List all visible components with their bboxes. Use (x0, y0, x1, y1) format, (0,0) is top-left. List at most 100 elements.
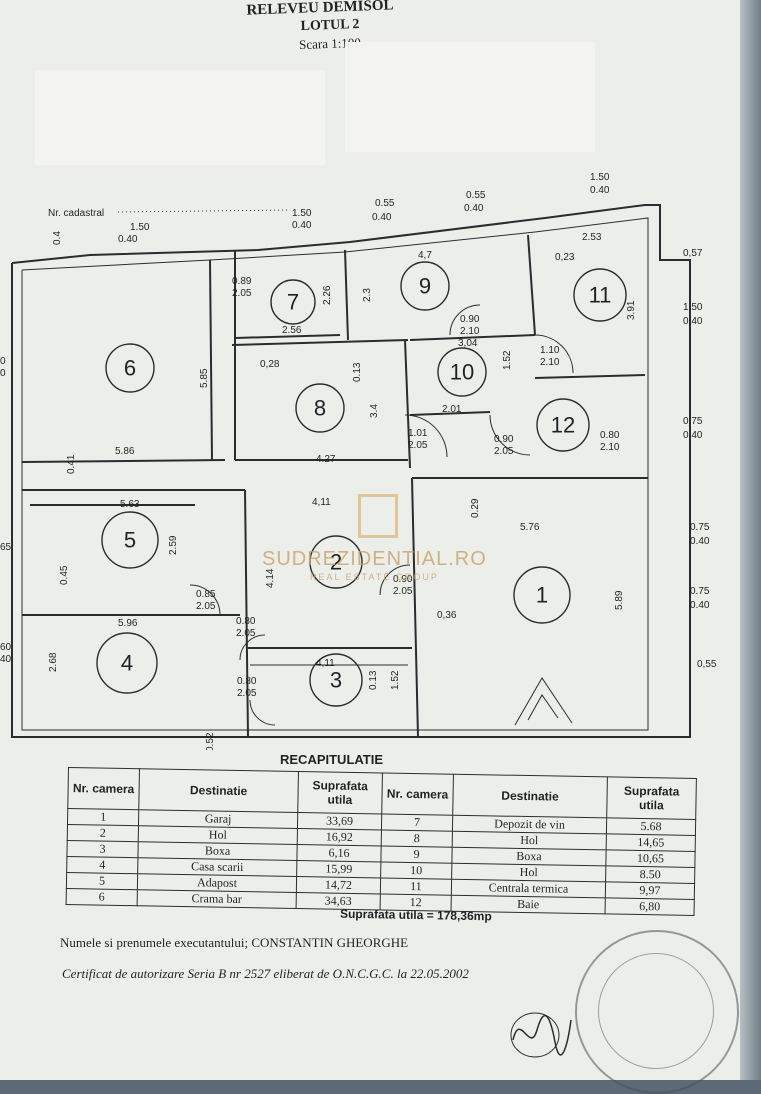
svg-text:2.05: 2.05 (237, 688, 257, 699)
cadastral-label: Nr. cadastral (48, 208, 104, 219)
svg-text:0.55: 0.55 (466, 190, 486, 201)
svg-text:2.59: 2.59 (168, 535, 179, 555)
room-number-3: 3 (330, 668, 342, 693)
svg-text:0.40: 0.40 (372, 212, 392, 223)
room-number-1: 1 (536, 583, 548, 608)
svg-text:2.56: 2.56 (282, 325, 302, 336)
svg-text:0.41: 0.41 (66, 454, 77, 474)
svg-text:4,7: 4,7 (418, 250, 432, 261)
svg-text:5.89: 5.89 (614, 590, 625, 610)
signature (510, 1012, 572, 1058)
binder-edge (740, 0, 761, 1080)
svg-text:0.75: 0.75 (690, 586, 710, 597)
svg-text:1.01: 1.01 (408, 428, 428, 439)
official-stamp-inner (598, 953, 714, 1069)
redacted-block-left (35, 70, 325, 165)
svg-text:0.80: 0.80 (237, 676, 257, 687)
svg-text:3,04: 3,04 (458, 338, 478, 349)
room-number-5: 5 (124, 528, 136, 553)
svg-text:0.90: 0.90 (393, 574, 413, 585)
svg-text:4,11: 4,11 (316, 658, 335, 669)
svg-text:0.40: 0.40 (464, 203, 484, 214)
svg-text:40: 40 (0, 654, 12, 665)
svg-text:0.40: 0.40 (590, 185, 610, 196)
svg-text:5.96: 5.96 (118, 618, 138, 629)
svg-text:65: 65 (0, 542, 12, 553)
svg-text:0.80: 0.80 (236, 616, 256, 627)
svg-text:4.14: 4.14 (265, 568, 276, 588)
svg-text:2.53: 2.53 (582, 232, 602, 243)
svg-text:0,28: 0,28 (260, 359, 280, 370)
svg-text:0,36: 0,36 (437, 610, 457, 621)
svg-text:0.55: 0.55 (375, 198, 395, 209)
svg-text:60: 60 (0, 642, 12, 653)
room-number-4: 4 (121, 651, 133, 676)
svg-text:0.75: 0.75 (683, 416, 703, 427)
svg-text:0.85: 0.85 (196, 589, 216, 600)
svg-text:0.40: 0.40 (690, 536, 710, 547)
room-number-12: 12 (551, 413, 575, 438)
svg-text:0,55: 0,55 (697, 659, 717, 670)
svg-text:5.85: 5.85 (199, 368, 210, 388)
svg-text:0.40: 0.40 (690, 600, 710, 611)
svg-text:2.10: 2.10 (460, 326, 480, 337)
svg-text:1.10: 1.10 (540, 345, 560, 356)
svg-text:2.05: 2.05 (393, 586, 413, 597)
recap-title: RECAPITULATIE (280, 752, 384, 767)
redacted-block-right (345, 42, 595, 152)
certificate-line: Certificat de autorizare Seria B nr 2527… (62, 966, 469, 981)
svg-text:0.40: 0.40 (118, 234, 138, 245)
room-number-11: 11 (589, 283, 612, 308)
svg-text:0: 0 (0, 368, 6, 379)
svg-text:2.05: 2.05 (232, 288, 252, 299)
svg-text:2.10: 2.10 (540, 357, 560, 368)
svg-text:2.05: 2.05 (494, 446, 514, 457)
svg-text:0.89: 0.89 (232, 276, 252, 287)
document-sheet (0, 0, 740, 1080)
svg-text:5.86: 5.86 (115, 446, 135, 457)
svg-text:1.50: 1.50 (130, 222, 150, 233)
svg-text:0.40: 0.40 (292, 220, 312, 231)
svg-text:0.45: 0.45 (59, 565, 70, 585)
svg-text:5.63: 5.63 (120, 499, 140, 510)
header-destinatie-2: Destinatie (452, 774, 608, 818)
svg-text:0.29: 0.29 (470, 498, 481, 518)
svg-text:0.75: 0.75 (690, 522, 710, 533)
svg-text:0.40: 0.40 (683, 316, 703, 327)
room-number-2: 2 (330, 550, 342, 575)
floor-plan: Nr. cadastral 6 7 8 9 10 11 12 5 2 1 4 3… (0, 172, 717, 750)
svg-text:0.52: 0.52 (205, 732, 216, 750)
svg-text:0.13: 0.13 (352, 362, 363, 382)
svg-text:0.90: 0.90 (494, 434, 514, 445)
svg-text:5.76: 5.76 (520, 522, 540, 533)
header-suprafata: Suprafata utila (297, 771, 383, 814)
header-nr-camera: Nr. camera (67, 767, 140, 810)
room-number-7: 7 (287, 290, 299, 315)
svg-text:2.3: 2.3 (362, 288, 373, 302)
svg-text:0: 0 (0, 356, 6, 367)
outer-wall (11, 204, 691, 738)
watermark-tagline: REAL ESTATE GROUP (310, 572, 439, 582)
watermark-brand: SUDREZIDENTIAL.RO (262, 548, 487, 570)
header-destinatie: Destinatie (138, 768, 299, 813)
svg-text:1.50: 1.50 (292, 208, 312, 219)
svg-text:1.52: 1.52 (502, 350, 513, 370)
room-number-10: 10 (450, 360, 474, 385)
room-number-6: 6 (124, 356, 136, 381)
svg-text:0.13: 0.13 (368, 670, 379, 690)
svg-text:4,11: 4,11 (312, 497, 331, 508)
svg-text:1.50: 1.50 (683, 302, 703, 313)
svg-text:2.10: 2.10 (600, 442, 620, 453)
svg-text:4.27: 4.27 (316, 454, 336, 465)
header-nr-camera-2: Nr. camera (381, 772, 454, 816)
svg-text:0,23: 0,23 (555, 252, 575, 263)
svg-text:2.26: 2.26 (322, 285, 333, 305)
dimension-labels: 1.50 0.40 1.50 0.40 0.55 0.40 0.55 0.40 … (0, 172, 717, 750)
svg-text:2.05: 2.05 (408, 440, 428, 451)
total-area: Suprafata utila = 178,36mp (339, 906, 492, 924)
room-number-8: 8 (314, 396, 326, 421)
watermark-logo (358, 494, 398, 538)
room-number-9: 9 (419, 274, 431, 299)
svg-text:2.05: 2.05 (196, 601, 216, 612)
svg-text:2.05: 2.05 (236, 628, 256, 639)
